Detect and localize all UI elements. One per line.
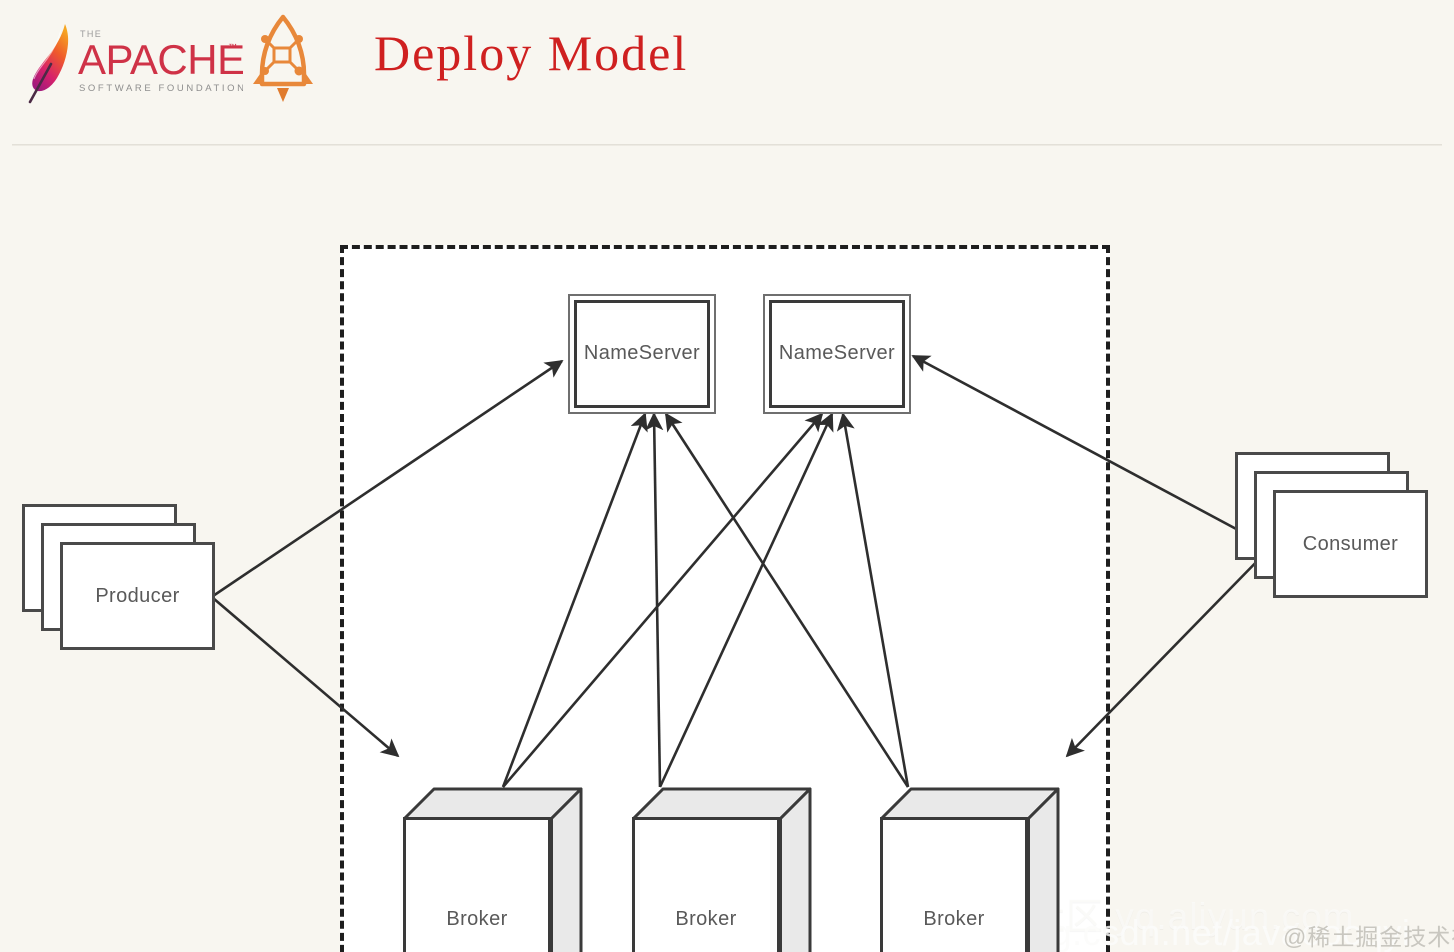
apache-quill-stem [28,62,53,104]
broker-node-1[interactable]: Broker [403,787,583,952]
broker-label: Broker [446,908,508,930]
apache-feather-icon [32,24,69,92]
nameserver-node-2[interactable]: NameServer [763,294,911,414]
rocketmq-rocket-icon [247,12,319,106]
consumer-node[interactable]: Consumer [1235,452,1445,612]
svg-text:APACHE: APACHE [78,36,243,83]
broker-front-face: Broker [632,817,780,952]
consumer-card-front: Consumer [1273,490,1428,598]
broker-label: Broker [923,908,985,930]
broker-front-face: Broker [880,817,1028,952]
deploy-model-diagram: NameServer NameServer Broker Broker [0,146,1454,952]
svg-text:THE: THE [80,29,102,39]
consumer-label: Consumer [1302,533,1399,555]
page-title: Deploy Model [374,25,689,81]
broker-node-2[interactable]: Broker [632,787,812,952]
broker-cube-shape [403,787,583,952]
header-divider [12,144,1442,146]
svg-text:SOFTWARE FOUNDATION: SOFTWARE FOUNDATION [79,83,243,94]
connector-lines [212,354,1269,788]
producer-card-front: Producer [60,542,215,650]
producer-node[interactable]: Producer [22,504,232,664]
apache-logo: THE APACHE ™ SOFTWARE FOUNDATION [18,14,245,106]
slide-header: THE APACHE ™ SOFTWARE FOUNDATION [0,0,1454,146]
broker-front-face: Broker [403,817,551,952]
broker-cube-shape [880,787,1060,952]
broker-label: Broker [675,908,737,930]
nameserver-inner-frame [769,300,905,408]
broker-node-3[interactable]: Broker [880,787,1060,952]
nameserver-inner-frame [574,300,710,408]
producer-label: Producer [95,585,180,607]
svg-text:™: ™ [228,42,237,52]
nameserver-node-1[interactable]: NameServer [568,294,716,414]
